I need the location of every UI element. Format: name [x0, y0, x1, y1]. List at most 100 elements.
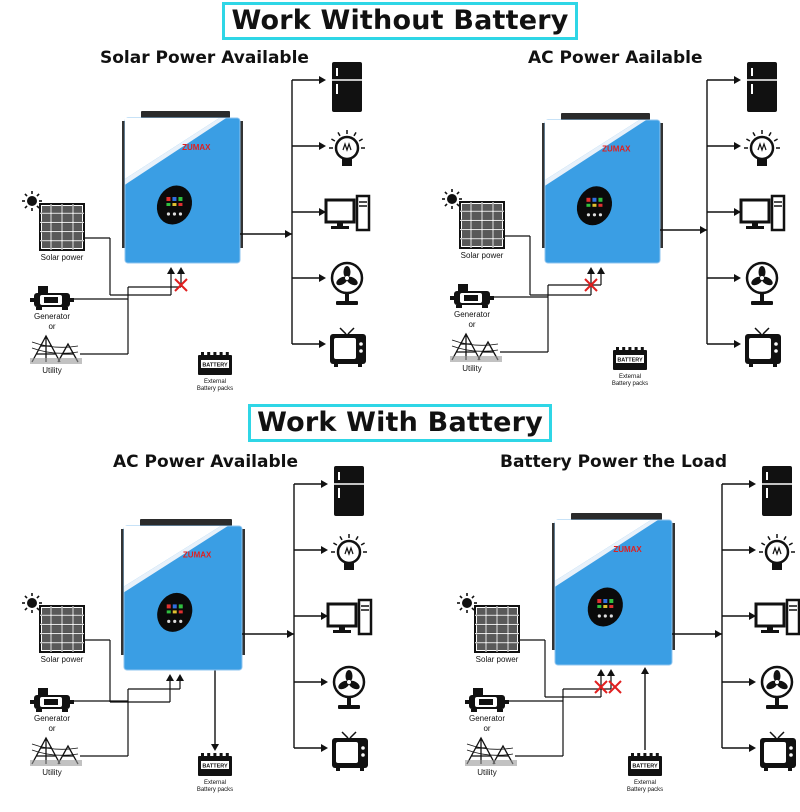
- television-icon: [332, 731, 368, 771]
- quadrant-title: AC Power Aailable: [528, 48, 703, 68]
- input-lines: [509, 639, 649, 757]
- battery-label: BATTERY: [202, 764, 228, 770]
- quadrant-title: Battery Power the Load: [500, 452, 728, 472]
- battery-caption-line2: Battery packs: [611, 381, 649, 387]
- solar-panel-icon: [39, 605, 85, 653]
- refrigerator-icon: [332, 62, 362, 112]
- utility-label: Utility: [462, 364, 482, 373]
- solar-panel-icon: [459, 201, 505, 249]
- battery-label: BATTERY: [632, 764, 658, 770]
- brand-logo: ZUMAX: [602, 144, 631, 153]
- battery-caption-line1: External: [633, 780, 656, 786]
- refrigerator-icon: [762, 466, 792, 516]
- input-lines: [494, 235, 605, 353]
- battery-label: BATTERY: [202, 363, 228, 369]
- solar-power-label: Solar power: [40, 655, 84, 664]
- inverter: ZUMAX: [121, 519, 245, 671]
- battery-caption-line1: External: [203, 780, 226, 786]
- output-bus: [242, 480, 328, 752]
- utility-label: Utility: [42, 768, 62, 777]
- computer-icon: [326, 598, 373, 636]
- light-bulb-icon: [329, 130, 365, 166]
- television-icon: [745, 327, 781, 367]
- output-bus: [240, 76, 326, 348]
- television-icon: [760, 731, 796, 771]
- battery-icon: BATTERY: [198, 753, 232, 776]
- output-bus: [672, 480, 756, 752]
- battery-caption-line2: Battery packs: [196, 787, 234, 793]
- output-bus: [660, 76, 741, 348]
- or-label: or: [483, 724, 491, 733]
- utility-label: Utility: [477, 768, 497, 777]
- light-bulb-icon: [759, 534, 795, 570]
- inverter: ZUMAX: [122, 111, 243, 264]
- fan-icon: [330, 261, 364, 305]
- generator-icon: [450, 284, 494, 308]
- light-bulb-icon: [331, 534, 367, 570]
- or-label: or: [48, 322, 56, 331]
- banner-with-battery: Work With Battery: [0, 404, 800, 442]
- sun-icon: [22, 191, 42, 211]
- battery-caption-line2: Battery packs: [196, 386, 234, 392]
- input-lines: [74, 237, 188, 355]
- brand-logo: ZUMAX: [182, 143, 211, 152]
- television-icon: [330, 327, 366, 367]
- flow-diagram: ZUMAX BATTERY: [22, 466, 373, 776]
- fan-icon: [760, 665, 794, 709]
- input-lines: [74, 639, 219, 757]
- utility-label: Utility: [42, 366, 62, 375]
- battery-icon: BATTERY: [628, 753, 662, 776]
- sun-icon: [457, 593, 477, 613]
- sun-icon: [22, 593, 42, 613]
- utility-grid-icon: [30, 736, 82, 766]
- or-label: or: [468, 320, 476, 329]
- solar-power-label: Solar power: [475, 655, 519, 664]
- brand-logo: ZUMAX: [183, 551, 212, 560]
- battery-icon: BATTERY: [613, 347, 647, 370]
- flow-diagram: ZUMAX BATTERY: [22, 62, 371, 375]
- light-bulb-icon: [744, 130, 780, 166]
- fan-icon: [745, 261, 779, 305]
- generator-label: Generator: [453, 310, 491, 319]
- quadrant-title: AC Power Available: [113, 452, 298, 472]
- generator-icon: [465, 688, 509, 712]
- refrigerator-icon: [747, 62, 777, 112]
- or-label: or: [48, 724, 56, 733]
- refrigerator-icon: [334, 466, 364, 516]
- banner-title: Work Without Battery: [222, 2, 578, 40]
- generator-label: Generator: [33, 312, 71, 321]
- solar-panel-icon: [474, 605, 520, 653]
- flow-diagram: ZUMAX BATTERY: [457, 466, 800, 776]
- computer-icon: [754, 598, 800, 636]
- battery-label: BATTERY: [617, 358, 643, 364]
- battery-icon: BATTERY: [198, 352, 232, 375]
- quadrant-title: Solar Power Available: [100, 48, 309, 68]
- utility-grid-icon: [465, 736, 517, 766]
- computer-icon: [324, 194, 371, 232]
- solar-panel-icon: [39, 203, 85, 251]
- flow-diagram: ZUMAX BATTERY: [442, 62, 786, 370]
- computer-icon: [739, 194, 786, 232]
- inverter: ZUMAX: [542, 113, 663, 264]
- generator-label: Generator: [468, 714, 506, 723]
- utility-grid-icon: [30, 334, 82, 364]
- generator-label: Generator: [33, 714, 71, 723]
- generator-icon: [30, 286, 74, 310]
- battery-caption-line2: Battery packs: [626, 787, 664, 793]
- generator-icon: [30, 688, 74, 712]
- inverter: ZUMAX: [552, 513, 675, 666]
- banner-without-battery: Work Without Battery: [0, 2, 800, 40]
- solar-power-label: Solar power: [460, 251, 504, 260]
- sun-icon: [442, 189, 462, 209]
- battery-caption-line1: External: [618, 374, 641, 380]
- utility-grid-icon: [450, 332, 502, 362]
- battery-caption-line1: External: [203, 379, 226, 385]
- banner-title: Work With Battery: [248, 404, 552, 442]
- fan-icon: [332, 665, 366, 709]
- solar-power-label: Solar power: [40, 253, 84, 262]
- brand-logo: ZUMAX: [613, 545, 642, 554]
